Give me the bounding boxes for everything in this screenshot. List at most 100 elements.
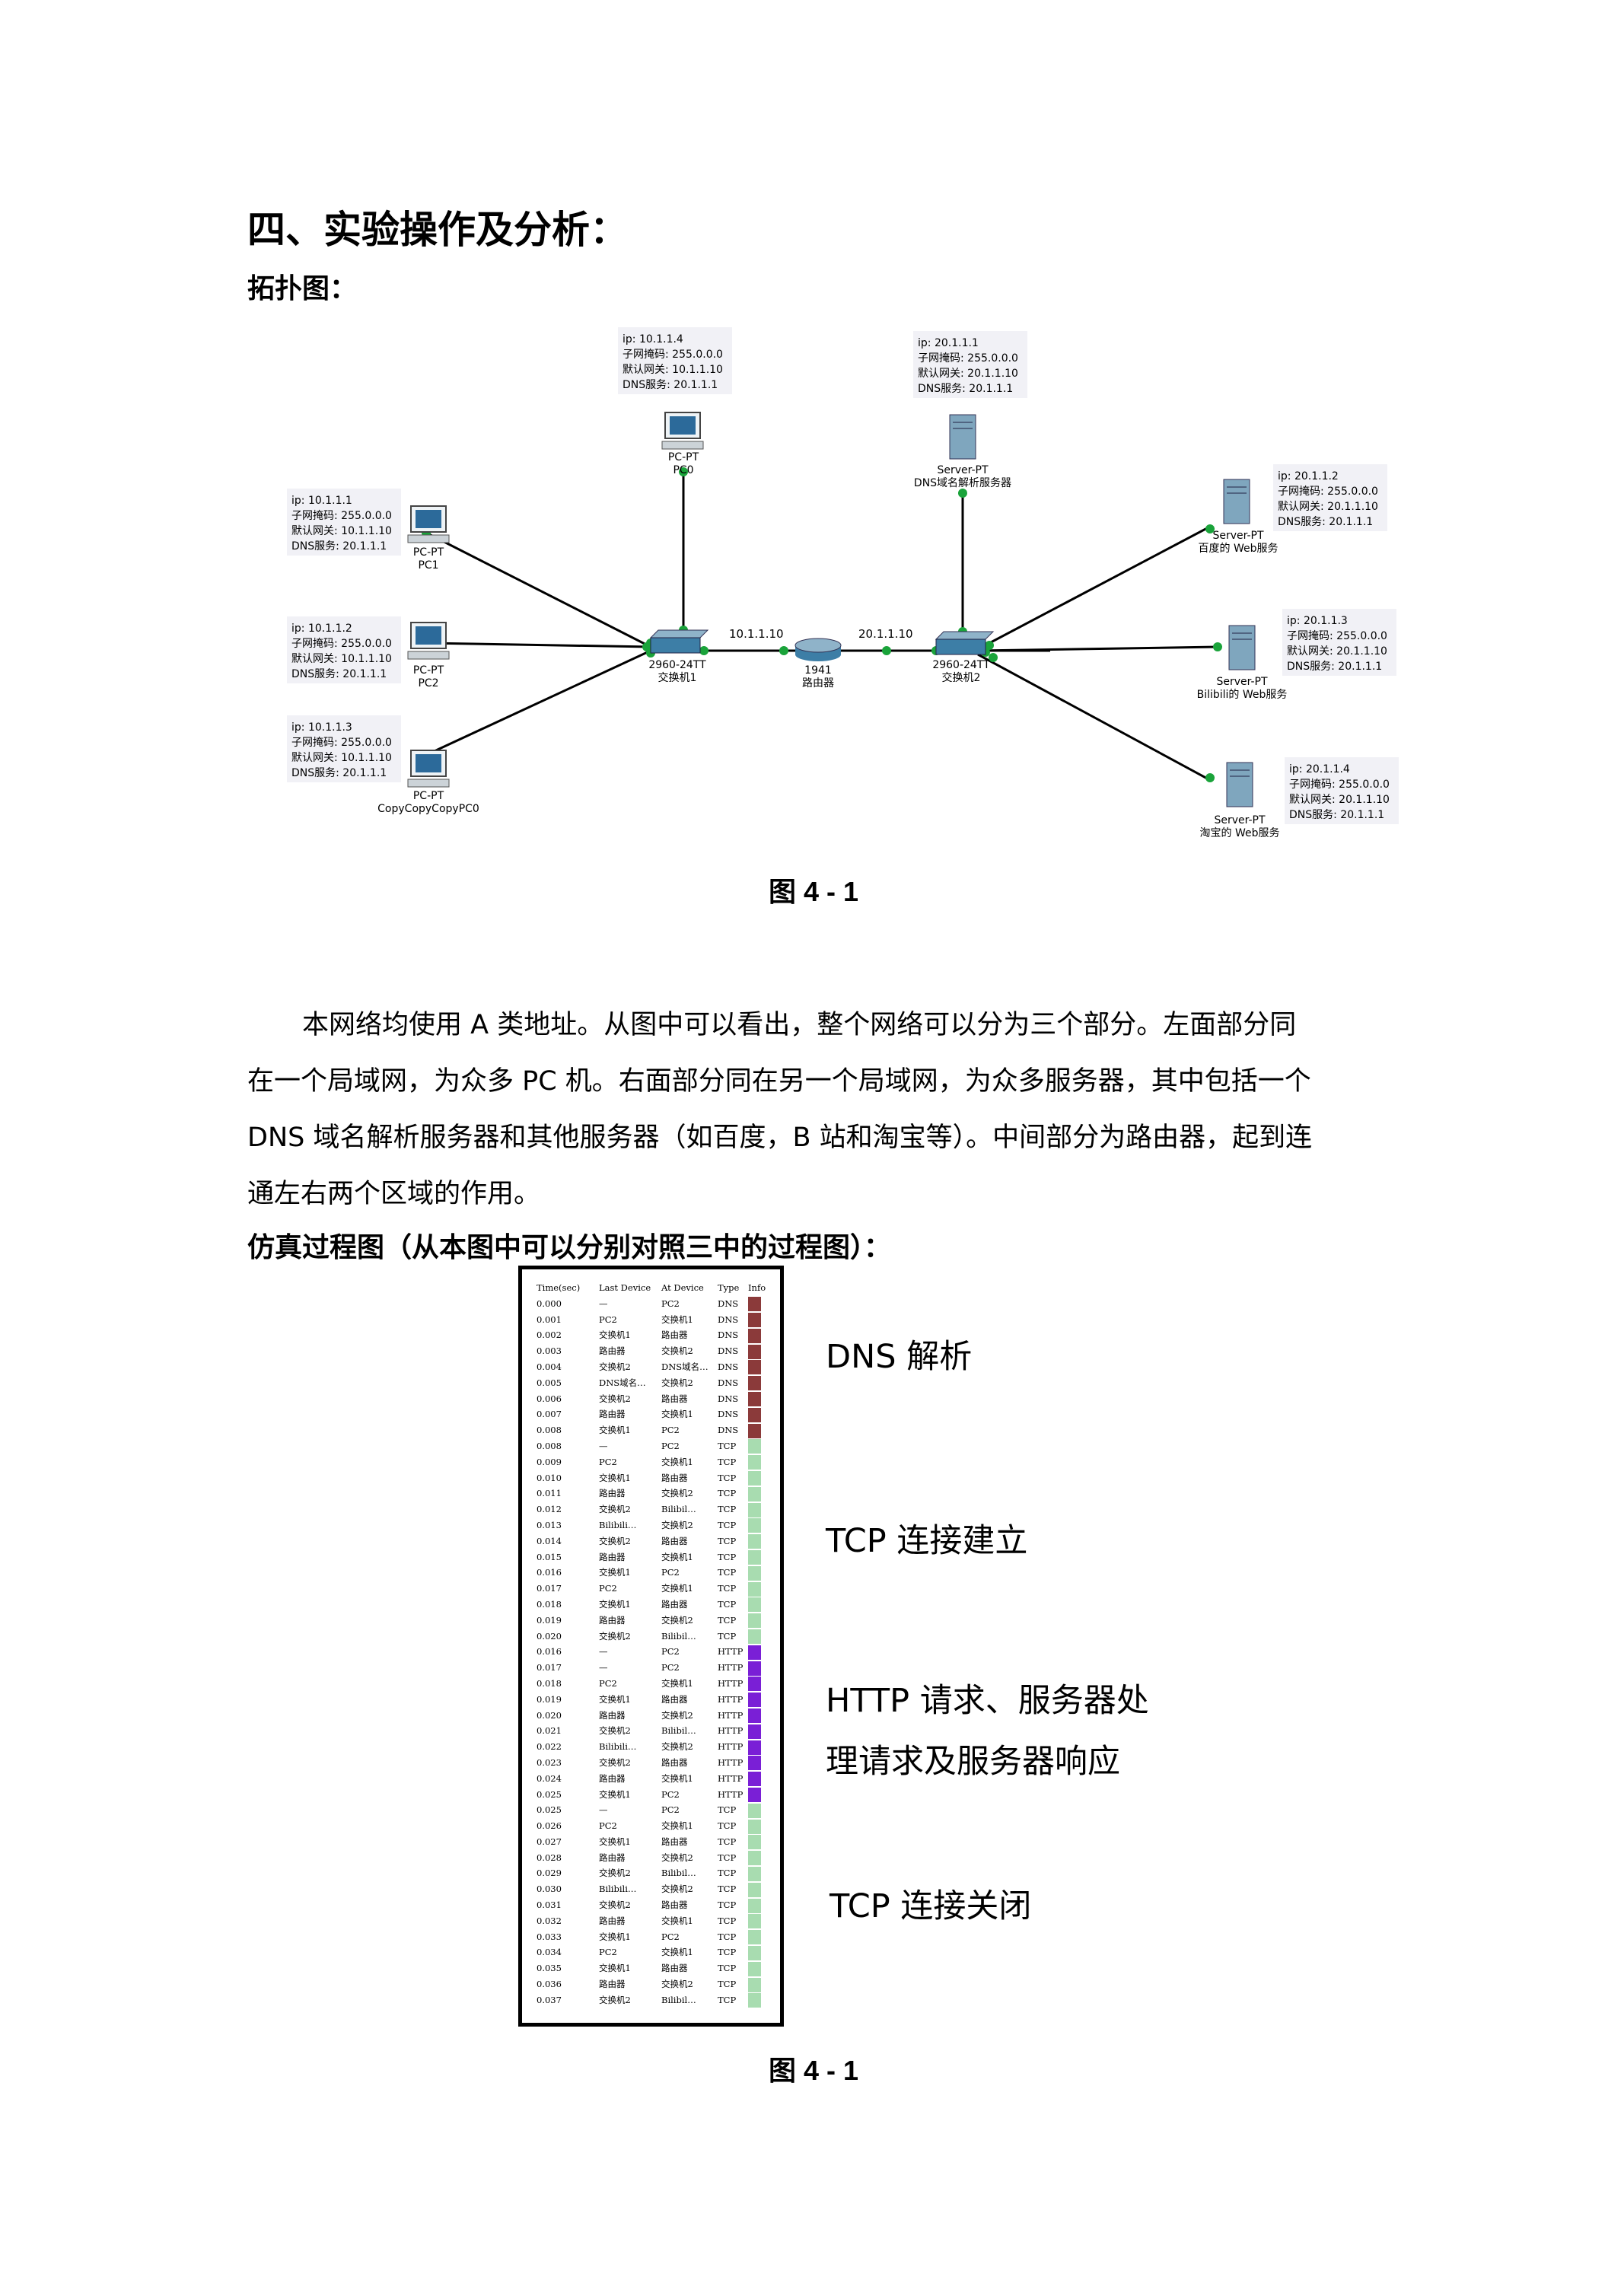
event-last-device: 交换机2 xyxy=(599,1994,631,2005)
event-info-cell[interactable] xyxy=(748,1613,766,1629)
event-info-cell[interactable] xyxy=(748,1501,766,1517)
event-type: DNS xyxy=(718,1298,739,1309)
event-info-cell[interactable] xyxy=(748,1818,766,1834)
event-info-cell[interactable] xyxy=(748,1929,766,1945)
pc0-info-1: 子网掩码: 255.0.0.0 xyxy=(623,349,723,361)
event-info-cell[interactable] xyxy=(748,1406,766,1422)
event-info-cell[interactable] xyxy=(748,1739,766,1755)
event-info-cell[interactable] xyxy=(748,1834,766,1850)
event-info-cell[interactable] xyxy=(748,1865,766,1881)
event-info-cell[interactable] xyxy=(748,1708,766,1724)
event-info-cell[interactable] xyxy=(748,1327,766,1343)
event-info-cell[interactable] xyxy=(748,1359,766,1375)
event-info-cell[interactable] xyxy=(748,1850,766,1866)
event-info-cell[interactable] xyxy=(748,1644,766,1660)
event-info-cell[interactable] xyxy=(748,1913,766,1929)
event-info-cell[interactable] xyxy=(748,1549,766,1565)
event-info-cell[interactable] xyxy=(748,1944,766,1960)
event-info-cell[interactable] xyxy=(748,1976,766,1992)
event-info-cell[interactable] xyxy=(748,1676,766,1692)
event-info-cell[interactable] xyxy=(748,1517,766,1533)
event-info-cell[interactable] xyxy=(748,1470,766,1486)
event-type: TCP xyxy=(718,1884,737,1895)
event-info-cell[interactable] xyxy=(748,1692,766,1708)
event-last-device: 交换机2 xyxy=(599,1868,631,1879)
event-info-cell[interactable] xyxy=(748,1312,766,1328)
event-info-cell[interactable] xyxy=(748,1597,766,1613)
event-info-cell[interactable] xyxy=(748,1881,766,1897)
event-info-cell[interactable] xyxy=(748,1581,766,1597)
event-info-cell[interactable] xyxy=(748,1723,766,1739)
event-info-cell[interactable] xyxy=(748,1296,766,1312)
event-info-cell[interactable] xyxy=(748,1629,766,1645)
event-info-cell[interactable] xyxy=(748,1438,766,1454)
event-info-cell[interactable] xyxy=(748,1660,766,1676)
event-info-cell[interactable] xyxy=(748,1771,766,1787)
pc2-model: PC-PT xyxy=(413,664,444,677)
event-info-cell[interactable] xyxy=(748,1565,766,1581)
pc2-icon xyxy=(407,622,450,660)
event-info-cell[interactable] xyxy=(748,1343,766,1359)
link-switch2-bili xyxy=(977,645,1218,652)
event-info-cell[interactable] xyxy=(748,1897,766,1913)
event-info-cell[interactable] xyxy=(748,1391,766,1407)
event-info-cell[interactable] xyxy=(748,1802,766,1818)
event-info-cell[interactable] xyxy=(748,1755,766,1771)
event-info-cell[interactable] xyxy=(748,1787,766,1803)
event-info-cell[interactable] xyxy=(748,1422,766,1438)
event-info-cell[interactable] xyxy=(748,1992,766,2008)
event-info-cell[interactable] xyxy=(748,1375,766,1391)
event-info-cell[interactable] xyxy=(748,1454,766,1470)
event-info-cell[interactable] xyxy=(748,1960,766,1976)
event-info-cell[interactable] xyxy=(748,1533,766,1549)
bili-name: Bilibili的 Web服务 xyxy=(1197,689,1288,701)
event-type: TCP xyxy=(718,1630,737,1642)
event-info-cell[interactable] xyxy=(748,1486,766,1501)
